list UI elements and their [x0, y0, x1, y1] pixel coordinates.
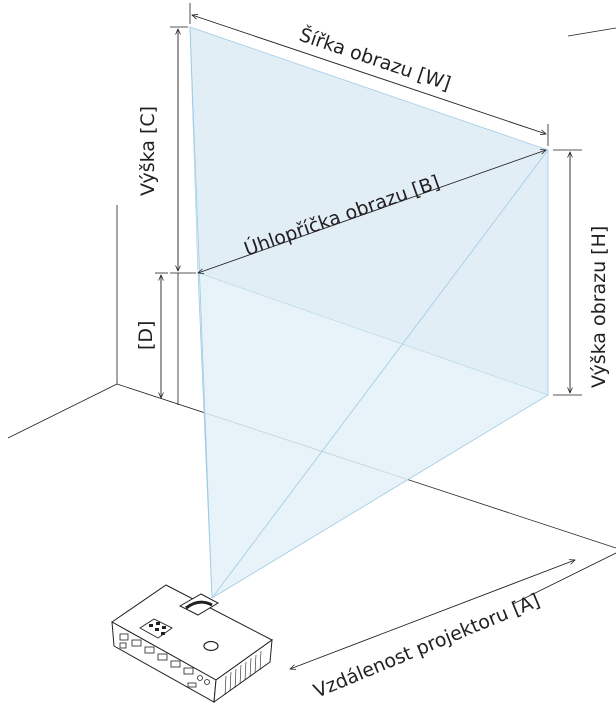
keypad — [139, 618, 173, 639]
height-d-dimension: [D] — [135, 272, 179, 405]
height-c-label: Výška [C] — [137, 106, 159, 196]
screen-height-dimension: Výška obrazu [H] — [553, 149, 610, 396]
projector-distance-label: Vzdálenost projektoru [A] — [310, 589, 543, 702]
projector — [111, 584, 273, 704]
width-arrow — [192, 15, 546, 134]
height-d-label: [D] — [135, 321, 157, 350]
diagonal-arrow — [198, 150, 546, 273]
beam-edge-bottom-right — [211, 394, 549, 599]
screen-height-label: Výška obrazu [H] — [588, 226, 610, 388]
beam-edge-bottom-left — [197, 272, 213, 599]
distance-arrow — [290, 560, 575, 669]
ceiling-line — [567, 27, 616, 37]
projector-side — [213, 638, 273, 704]
lens-cover — [178, 593, 220, 616]
distance-dimension: Vzdálenost projektoru [A] — [290, 552, 616, 703]
projection-beam — [189, 26, 549, 599]
height-c-dimension: Výška [C] — [137, 26, 196, 274]
brand-logo — [203, 640, 219, 652]
vent-grille — [224, 650, 262, 696]
lens-icon — [185, 600, 213, 610]
floor-left-line — [7, 383, 118, 439]
beam-lower — [198, 273, 548, 598]
io-ports — [119, 633, 210, 688]
